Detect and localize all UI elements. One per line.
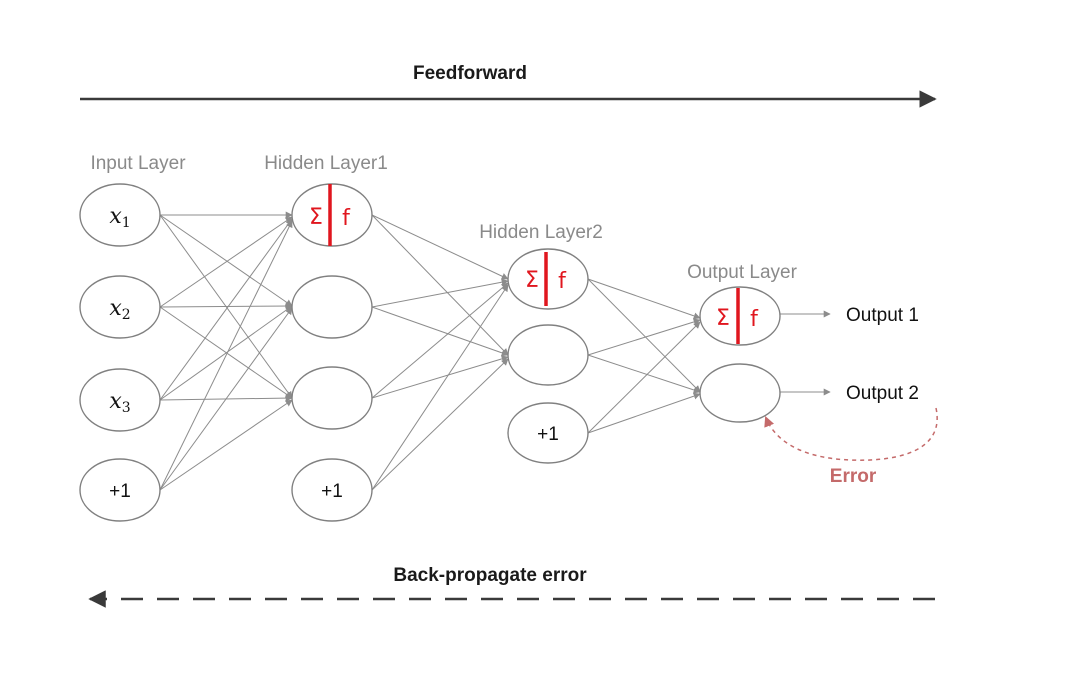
hidden1-bias-node: +1 bbox=[291, 458, 373, 522]
edges-input-hidden1 bbox=[159, 211, 293, 491]
input-node-3: x3 bbox=[79, 368, 161, 432]
input-node-2-symbol: x bbox=[109, 296, 122, 321]
output2-label: Output 2 bbox=[846, 383, 919, 404]
input-bias-label: +1 bbox=[109, 481, 131, 502]
hidden2-bias-node: +1 bbox=[507, 402, 589, 464]
feedforward-label: Feedforward bbox=[413, 63, 527, 84]
edges-hidden2-output bbox=[587, 278, 701, 434]
output-layer-label: Output Layer bbox=[687, 262, 798, 283]
hidden2-node-2 bbox=[507, 324, 589, 386]
hidden2-bias-label: +1 bbox=[537, 424, 559, 445]
output-node-2 bbox=[699, 363, 781, 423]
hidden-layer2-label: Hidden Layer2 bbox=[479, 222, 603, 243]
hidden1-node-3 bbox=[291, 366, 373, 430]
activation-function-symbol: f bbox=[750, 307, 759, 332]
error-label: Error bbox=[830, 466, 877, 487]
backprop-label: Back-propagate error bbox=[393, 565, 587, 586]
activation-function-symbol: f bbox=[342, 206, 351, 231]
output1-label: Output 1 bbox=[846, 305, 919, 326]
sigma-symbol: Σ bbox=[716, 306, 730, 331]
sigma-symbol: Σ bbox=[309, 205, 323, 230]
error-arc bbox=[764, 407, 938, 461]
input-node-1-symbol: x bbox=[109, 204, 122, 229]
hidden1-node-1: Σ f bbox=[291, 183, 373, 247]
svg-text:x3: x3 bbox=[109, 389, 130, 416]
output-node-1: Σ f bbox=[699, 286, 781, 346]
input-bias-node: +1 bbox=[79, 458, 161, 522]
sigma-symbol: Σ bbox=[525, 268, 539, 293]
input-node-1-subscript: 1 bbox=[122, 215, 131, 231]
input-layer-label: Input Layer bbox=[90, 153, 186, 174]
svg-text:x1: x1 bbox=[109, 204, 130, 231]
activation-function-symbol: f bbox=[558, 269, 567, 294]
hidden1-bias-label: +1 bbox=[321, 481, 343, 502]
input-node-3-subscript: 3 bbox=[122, 400, 131, 416]
input-node-3-symbol: x bbox=[109, 389, 122, 414]
input-node-2-subscript: 2 bbox=[122, 307, 131, 323]
svg-text:x2: x2 bbox=[109, 296, 130, 323]
hidden2-node-1: Σ f bbox=[507, 248, 589, 310]
input-node-1: x1 bbox=[79, 183, 161, 247]
edges-hidden1-hidden2 bbox=[371, 214, 509, 491]
hidden-layer1-label: Hidden Layer1 bbox=[264, 153, 388, 174]
hidden1-node-2 bbox=[291, 275, 373, 339]
input-node-2: x2 bbox=[79, 275, 161, 339]
